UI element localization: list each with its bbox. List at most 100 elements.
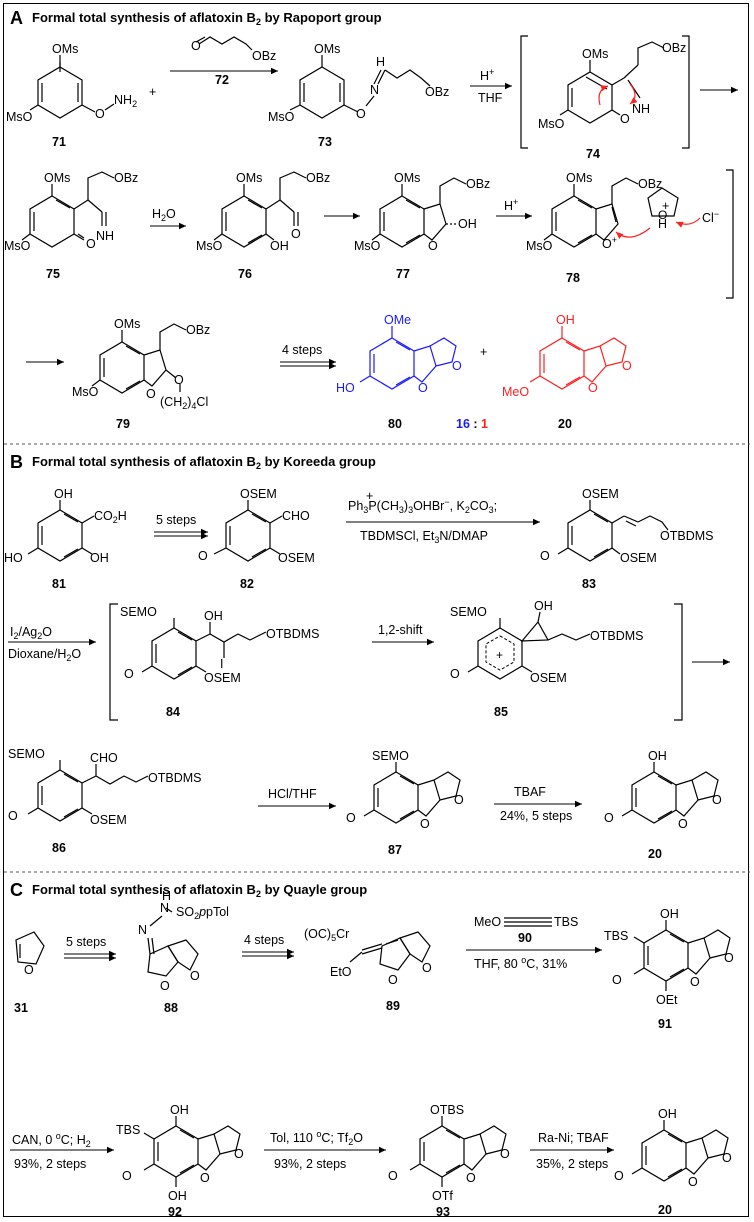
charge-plus: +	[662, 199, 669, 213]
group-otbdms: OTBDMS	[590, 629, 643, 643]
label-73: 73	[318, 135, 332, 149]
group-tbs: TBS	[116, 1123, 140, 1137]
molecule-20-b: OH O O O 20	[604, 749, 722, 861]
molecule-91: OH TBS O O O OEt 91	[604, 907, 734, 1031]
group-ome: OMe	[384, 313, 411, 327]
reagent-4steps: 4 steps	[282, 343, 322, 357]
group-o-2: O	[712, 793, 722, 807]
group-oms: OMs	[566, 171, 592, 185]
group-o-3: O	[500, 1147, 510, 1161]
group-osem: OSEM	[240, 487, 277, 501]
molecule-82: OSEM CHO OSEM O 82	[198, 487, 315, 591]
group-o-2: O	[622, 359, 632, 373]
label-84: 84	[166, 705, 180, 719]
plus-sign-2: +	[480, 345, 487, 359]
reagent-can-yield: 93%, 2 steps	[14, 1157, 86, 1171]
group-h: H	[376, 55, 385, 69]
group-oh: OH	[458, 217, 477, 231]
molecule-84: SEMO OH I OTBDMS OSEM O 84	[120, 605, 319, 719]
group-ho: HO	[4, 551, 23, 565]
group-o-3: O	[614, 1169, 624, 1183]
label-80: 80	[388, 417, 402, 431]
step-4steps-a: 4 steps	[280, 343, 336, 370]
step-acid: H+ THF	[470, 67, 512, 105]
group-otbdms: OTBDMS	[660, 529, 713, 543]
group-oh: OH	[204, 609, 223, 623]
group-obz: OBz	[466, 177, 490, 191]
group-nh: NH	[632, 102, 650, 116]
group-mso: MsO	[72, 385, 99, 399]
group-oh-2: OH	[90, 551, 109, 565]
molecule-31: O 31	[14, 931, 45, 1015]
label-88: 88	[164, 1001, 178, 1015]
label-93: 93	[436, 1205, 450, 1219]
reagent-yield: 24%, 5 steps	[500, 809, 572, 823]
reagent-hplus-2: H+	[504, 197, 518, 213]
group-oet: OEt	[656, 993, 678, 1007]
reagent-tbs: TBS	[554, 915, 578, 929]
group-cl: Cl−	[702, 209, 719, 225]
group-cho: CHO	[90, 751, 118, 765]
reagent-meo: MeO	[474, 915, 501, 929]
molecule-86: SEMO CHO OTBDMS OSEM O 86	[8, 747, 201, 855]
reagent-72: O OBz 72	[170, 36, 278, 87]
group-o: O	[198, 549, 208, 563]
molecule-20-a: OH MeO O O	[502, 313, 632, 399]
group-o-2: O	[422, 961, 432, 975]
panel-letter-a: A	[10, 8, 23, 28]
group-oms: OMs	[52, 42, 78, 56]
label-92: 92	[168, 1205, 182, 1219]
charge-plus: +	[496, 648, 503, 662]
reagent-4steps: 4 steps	[244, 933, 284, 947]
label-76: 76	[238, 267, 252, 281]
group-obz: OBz	[425, 85, 449, 99]
reagent-hplus: H+	[480, 67, 494, 83]
group-o-2: O	[452, 359, 462, 373]
reagent-5steps: 5 steps	[156, 513, 196, 527]
group-o-3: O	[604, 811, 614, 825]
group-mso: MsO	[268, 110, 295, 124]
reagent-tol: Tol, 110 oC; Tf2O	[270, 1129, 363, 1147]
panel-a: A Formal total synthesis of aflatoxin B2…	[4, 8, 738, 431]
group-oms: OMs	[236, 171, 262, 185]
group-o-2: O	[722, 1151, 732, 1165]
group-obz: OBz	[662, 41, 686, 55]
molecule-80: OMe HO O O	[336, 313, 462, 395]
bracket-right	[674, 603, 683, 721]
group-o: O	[356, 107, 366, 121]
group-o-2: O	[200, 1171, 210, 1185]
group-obz: OBz	[252, 49, 276, 63]
group-oc5cr: (OC)5Cr	[304, 927, 349, 943]
group-co2h: CO2H	[94, 509, 127, 525]
group-o-3: O	[346, 811, 356, 825]
reagent-hcl: HCl/THF	[268, 787, 317, 801]
group-oms: OMs	[582, 47, 608, 61]
reagent-wittig-1: Ph3P(CH3)3OHBr−, K2CO3;	[348, 497, 497, 515]
molecule-77: OMs MsO O OH OBz 77	[354, 171, 490, 281]
step-90: MeO TBS 90 THF, 80 oC, 31%	[466, 915, 602, 971]
group-semo: SEMO	[8, 747, 45, 761]
group-nh2: NH2	[114, 93, 137, 109]
step-can: CAN, 0 oC; H2 93%, 2 steps	[10, 1131, 114, 1171]
molecule-93: OTBS O O O OTf 93	[388, 1103, 510, 1219]
molecule-76: OMs MsO OH O OBz 76	[196, 171, 330, 281]
label-83: 83	[582, 577, 596, 591]
bracket-left	[109, 603, 118, 721]
molecule-79: OMs MsO O O OBz (CH2)4Cl 79	[72, 317, 210, 431]
step-tbaf: TBAF 24%, 5 steps	[494, 785, 582, 823]
group-o-2: O	[466, 1171, 476, 1185]
group-o: O	[612, 973, 622, 987]
group-osem: OSEM	[204, 671, 241, 685]
step-wittig: Ph3P(CH3)3OHBr−, K2CO3; + TBDMSCl, Et3N/…	[346, 489, 540, 545]
molecule-75: OMs MsO O NH OBz 75	[4, 171, 138, 281]
group-o: O	[388, 1169, 398, 1183]
ratio-text: 16 : 1	[456, 417, 488, 431]
group-osem-2: OSEM	[620, 551, 657, 565]
group-osem: OSEM	[582, 487, 619, 501]
group-h: H	[658, 217, 667, 231]
group-oh: OH	[658, 1107, 677, 1121]
reagent-tbaf: TBAF	[514, 785, 546, 799]
group-o: O	[124, 667, 134, 681]
molecule-87: SEMO O O O 87	[346, 749, 464, 857]
